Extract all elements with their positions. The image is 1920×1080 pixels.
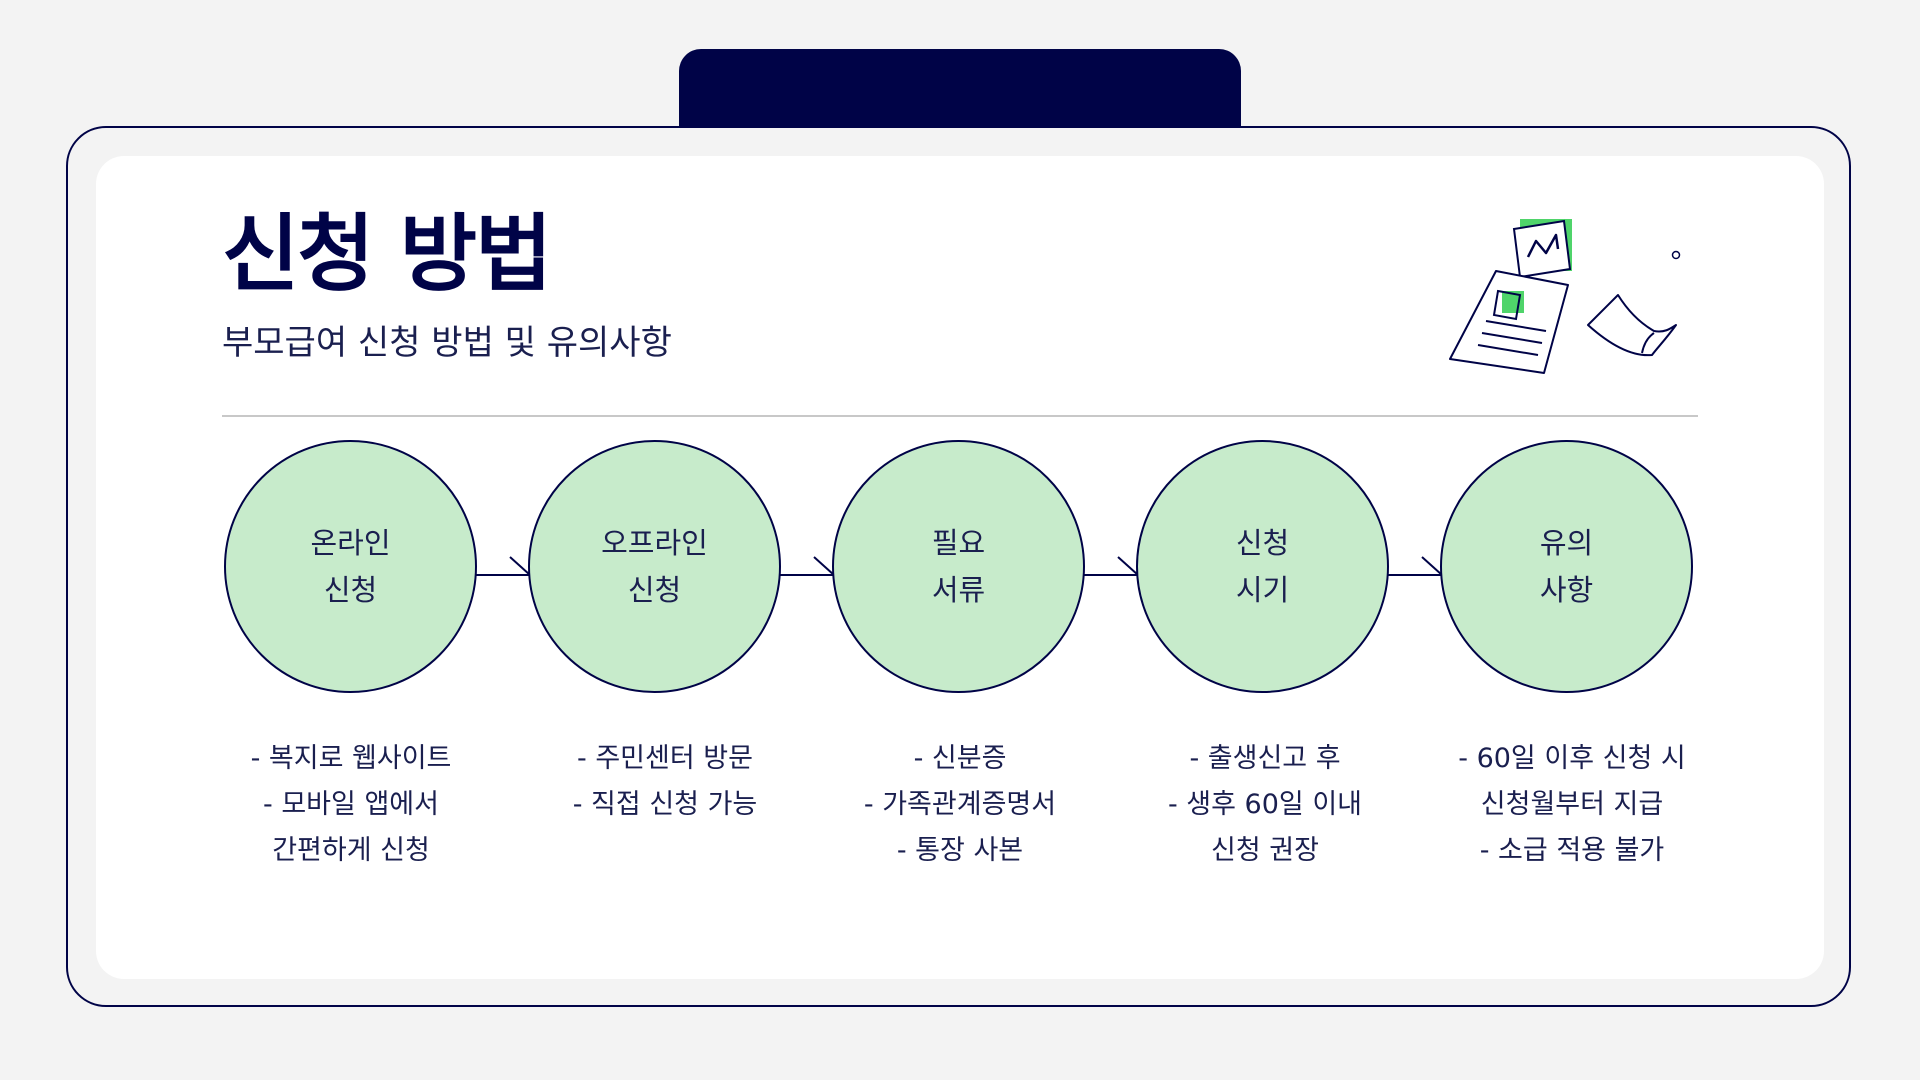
- step-description-offline: - 주민센터 방문 - 직접 신청 가능: [515, 745, 815, 819]
- page-subtitle: 부모급여 신청 방법 및 유의사항: [222, 323, 672, 363]
- step-detail: - 주민센터 방문: [577, 743, 753, 774]
- step-detail: - 복지로 웹사이트: [250, 743, 452, 774]
- chart-document-icon: [1512, 219, 1572, 279]
- step-detail: 신청 권장: [1211, 835, 1319, 866]
- step-detail: - 신분증: [913, 743, 1007, 774]
- step-detail: - 소급 적용 불가: [1479, 835, 1665, 866]
- divider: [222, 415, 1698, 417]
- step-detail: - 모바일 앱에서: [263, 789, 439, 820]
- step-label: 유의: [1539, 525, 1594, 560]
- step-label: 신청: [323, 572, 378, 607]
- page-title: 신청 방법: [222, 205, 552, 303]
- report-document-icon: [1449, 270, 1569, 374]
- step-label: 온라인: [310, 525, 391, 560]
- step-label: 서류: [931, 572, 986, 607]
- step-detail: - 출생신고 후: [1189, 743, 1341, 774]
- step-label: 신청: [1235, 525, 1290, 560]
- step-detail: - 60일 이후 신청 시: [1458, 743, 1686, 774]
- step-description-timing: - 출생신고 후 - 생후 60일 이내 신청 권장: [1115, 745, 1415, 865]
- step-label: 사항: [1539, 572, 1594, 607]
- step-circle-notes: 유의 사항: [1440, 440, 1693, 693]
- step-detail: 간편하게 신청: [272, 835, 430, 866]
- step-label: 신청: [627, 572, 682, 607]
- paper-sheet-icon: [1587, 294, 1677, 357]
- step-circle-offline: 오프라인 신청: [528, 440, 781, 693]
- step-description-online: - 복지로 웹사이트 - 모바일 앱에서 간편하게 신청: [201, 745, 501, 865]
- step-circle-online: 온라인 신청: [224, 440, 477, 693]
- step-label: 오프라인: [601, 525, 708, 560]
- step-circle-documents: 필요 서류: [832, 440, 1085, 693]
- step-label: 필요: [931, 525, 986, 560]
- step-detail: - 생후 60일 이내: [1167, 789, 1363, 820]
- header-tab: [679, 49, 1241, 135]
- step-detail: 신청월부터 지급: [1480, 789, 1664, 820]
- dot-icon: [1671, 250, 1681, 260]
- step-circle-timing: 신청 시기: [1136, 440, 1389, 693]
- step-detail: - 통장 사본: [896, 835, 1024, 866]
- step-description-documents: - 신분증 - 가족관계증명서 - 통장 사본: [810, 745, 1110, 865]
- step-label: 시기: [1235, 572, 1290, 607]
- step-detail: - 가족관계증명서: [863, 789, 1057, 820]
- documents-illustration: [1449, 219, 1681, 374]
- step-description-notes: - 60일 이후 신청 시 신청월부터 지급 - 소급 적용 불가: [1422, 745, 1722, 865]
- step-detail: - 직접 신청 가능: [572, 789, 758, 820]
